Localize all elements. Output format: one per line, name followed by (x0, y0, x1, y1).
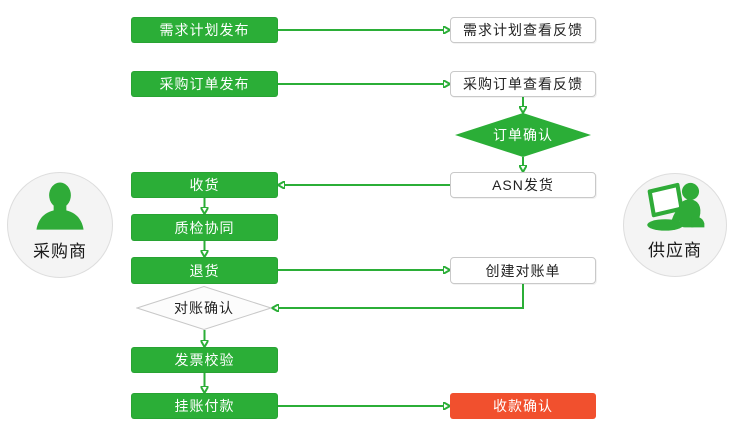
actor-buyer-label: 采购商 (33, 242, 87, 261)
node-create-statement: 创建对账单 (450, 257, 596, 284)
actor-buyer: 采购商 (7, 172, 113, 278)
node-po-feedback: 采购订单查看反馈 (450, 71, 596, 97)
node-invoice-check: 发票校验 (131, 347, 278, 373)
actor-supplier-label: 供应商 (648, 241, 702, 260)
supplier-laptop-icon (644, 180, 706, 234)
node-return-goods: 退货 (131, 257, 278, 284)
node-receipt-confirm: 收款确认 (450, 393, 596, 419)
diamond-shape (455, 113, 591, 157)
actor-supplier: 供应商 (623, 173, 727, 277)
node-receive-goods: 收货 (131, 172, 278, 198)
node-asn-ship: ASN发货 (450, 172, 596, 198)
diamond-label: 订单确认 (493, 127, 553, 143)
diamond-label: 对账确认 (174, 300, 234, 316)
node-po-publish: 采购订单发布 (131, 71, 278, 97)
node-quality-collab: 质检协同 (131, 214, 278, 241)
node-demand-plan-feedback: 需求计划查看反馈 (450, 17, 596, 43)
node-statement-confirm-diamond: 对账确认 (136, 286, 272, 330)
diamond-shape (136, 286, 272, 330)
node-demand-plan-publish: 需求计划发布 (131, 17, 278, 43)
edge-statement-to-confirm (279, 284, 524, 308)
buyer-person-icon (31, 179, 89, 235)
node-book-payment: 挂账付款 (131, 393, 278, 419)
node-order-confirm-diamond: 订单确认 (455, 113, 591, 157)
